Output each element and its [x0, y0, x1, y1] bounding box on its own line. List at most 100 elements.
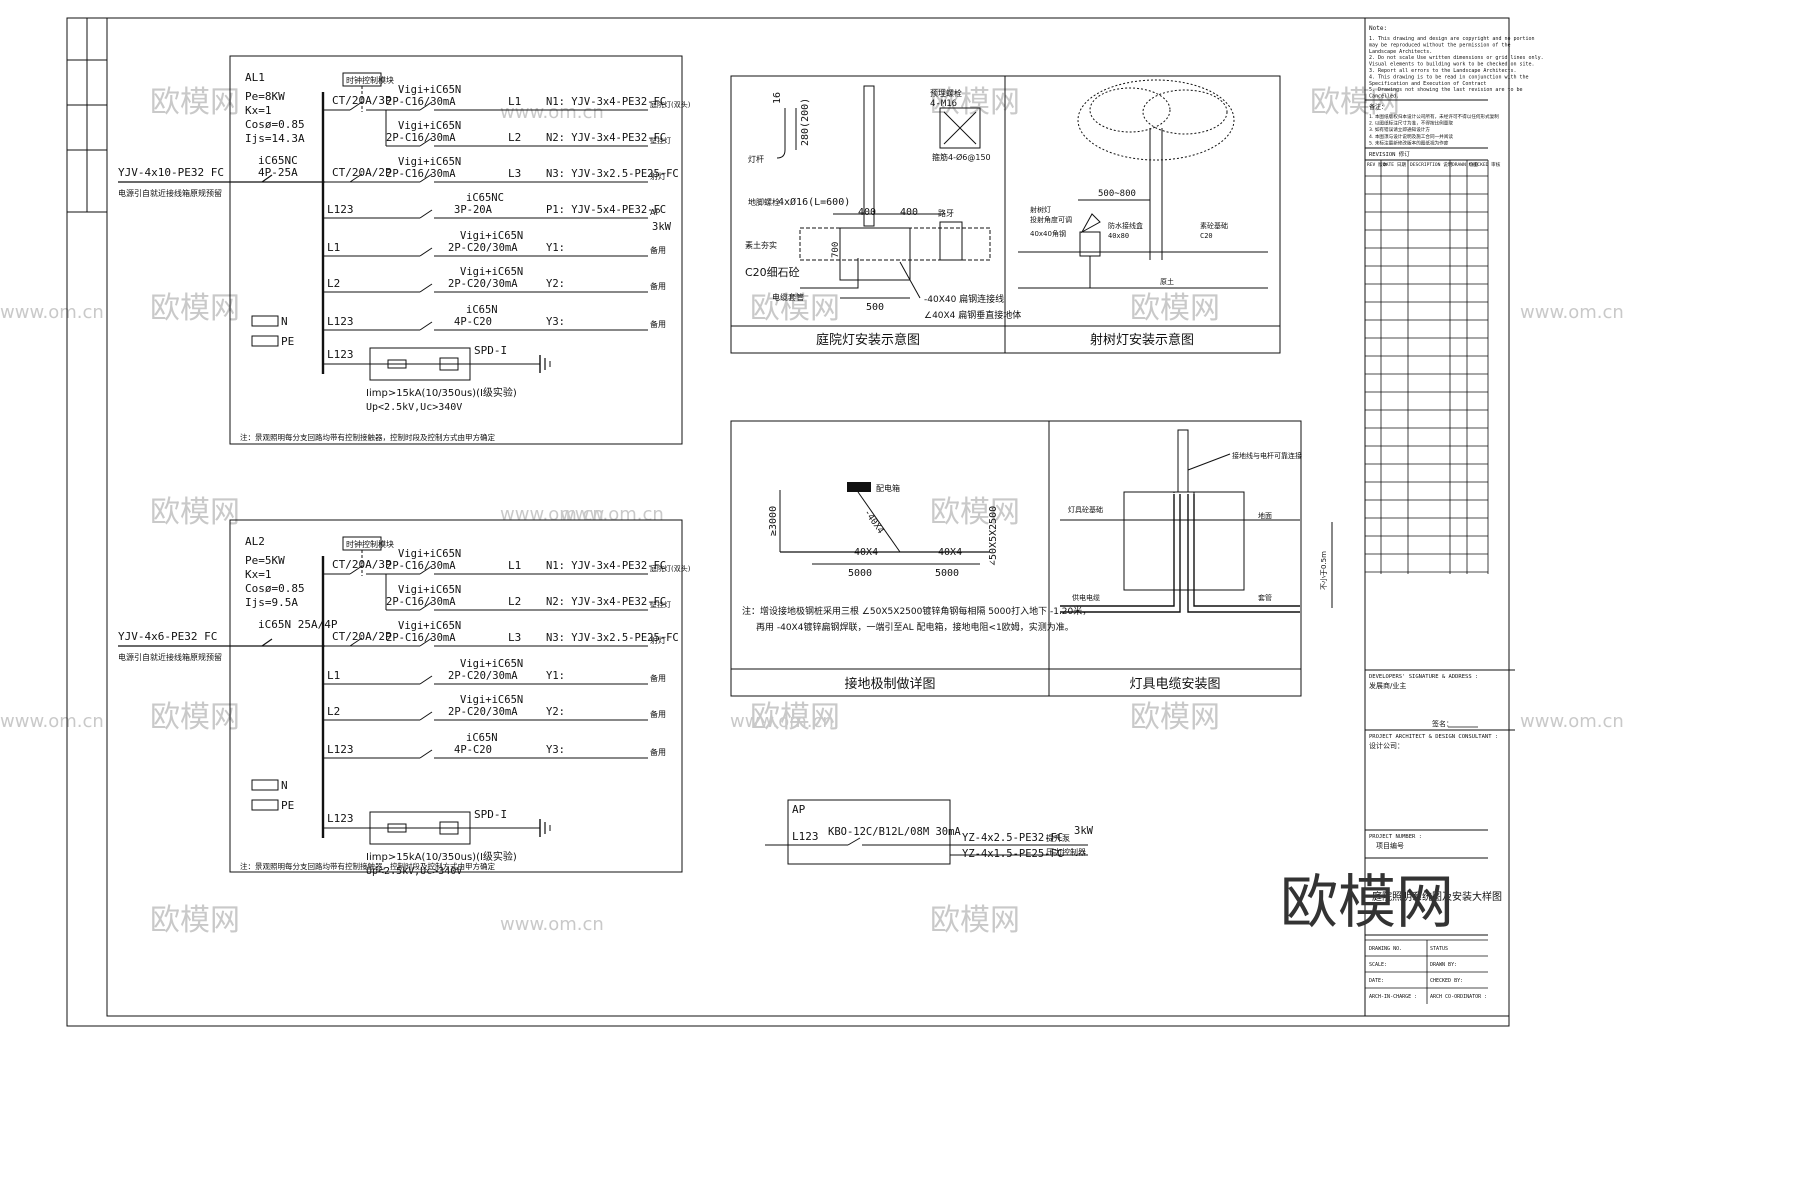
bolt-spec: 4-M16 [930, 99, 957, 109]
circuit-phase: L1 [327, 669, 340, 682]
timer-module: 时钟控制模块 [346, 75, 394, 85]
tree-lamp-head [1080, 213, 1101, 234]
tree-concrete: 素砼基础 [1200, 221, 1228, 230]
signature: 签名： [1432, 719, 1453, 728]
tree-c20: C20 [1200, 232, 1213, 240]
spd-label: SPD-I [474, 344, 507, 357]
spd-spec1: Iimp>15kA(10/350us)(I级实验) [366, 850, 517, 863]
circuit-breaker-rating: 2P-C16/30mA [386, 560, 456, 572]
circuit-cable: Y3: [546, 744, 565, 756]
info-right: CHECKED BY: [1430, 978, 1463, 984]
circuit-cable: N3: YJV-3x2.5-PE25-FC [546, 632, 679, 644]
circuit-breaker-contact [419, 637, 433, 647]
pipe-label: 电缆套管 [772, 292, 804, 302]
circuit-cable: N2: YJV-3x4-PE32-FC [546, 596, 666, 608]
circuit-cable: P1: YJV-5x4-PE32-FC [546, 204, 666, 216]
circuit-breaker-contact [419, 247, 433, 257]
spd-spec2: Up<2.5kV,Uc>340V [366, 402, 462, 413]
tree-caption: 射树灯安装示意图 [1090, 332, 1194, 348]
note-cn-line: 3. 如有错误请立即通知设计方 [1369, 126, 1430, 133]
terminal-pe: PE [281, 335, 294, 348]
tree-canopy [1089, 87, 1171, 133]
ap-breaker-contact [847, 837, 861, 846]
circuit-phase: L3 [508, 631, 521, 644]
wire-label: -40X4 [862, 508, 886, 536]
circuit-breaker-model: Vigi+iC65N [398, 620, 461, 632]
spd-spec1: Iimp>15kA(10/350us)(I级实验) [366, 386, 517, 399]
circuit-phase: L1 [327, 241, 340, 254]
tree-trunk [1149, 128, 1163, 260]
ap-cable1: YZ-4x2.5-PE32-FC [962, 832, 1063, 844]
watermark-site: www.om.cn [1520, 302, 1624, 323]
spd-fuse [387, 359, 407, 369]
tree-base: 40x80 [1108, 232, 1129, 240]
info-right: DRAWN BY: [1430, 962, 1457, 968]
ap-phase: L123 [792, 830, 819, 843]
circuit-cable: Y1: [546, 242, 565, 254]
circuit-load: 备用 [650, 319, 666, 329]
circuit-breaker-contact [419, 711, 433, 721]
tree-canopy [1077, 79, 1235, 161]
terminal-n-box [251, 315, 279, 327]
corner-brand: 欧模网 [1280, 868, 1454, 936]
concrete-footing [839, 227, 911, 281]
spd-phase: L123 [327, 348, 354, 361]
box-label: 配电箱 [876, 483, 900, 493]
project-no: 项目编号 [1376, 841, 1404, 850]
circuit-breaker-rating: 2P-C20/30mA [448, 706, 518, 718]
circuit-breaker-rating: 2P-C16/30mA [386, 632, 456, 644]
circuit-load: 庭院灯(双头) [650, 564, 691, 573]
circuit-load: 备用 [650, 281, 666, 291]
ap-breaker: KBO-12C/B12L/08M 30mA [828, 826, 961, 838]
panel-name: AL2 [245, 535, 265, 548]
circuit-load: 壁挂灯 [650, 136, 671, 145]
watermark-brand: 欧模网 [1130, 700, 1220, 735]
note-line: Specification and Execution of Contract [1369, 81, 1486, 87]
watermark-site: www.om.cn [560, 504, 664, 525]
circuit-cable: Y1: [546, 670, 565, 682]
circuit-load: 庭院灯(双头) [650, 100, 691, 109]
anchor-spec: 4xØ16(L=600) [778, 196, 850, 208]
connect-label: 接地线与电杆可靠连接 [1232, 451, 1302, 460]
bar2-label: -40X4 [932, 547, 962, 558]
dim-3000: ≥3000 [768, 506, 779, 536]
ap-box [787, 799, 951, 865]
circuit-phase: L123 [327, 743, 354, 756]
panel-pe: Pe=8KW [245, 90, 285, 103]
hook-length: 280(200) [800, 98, 811, 146]
panel-ijs: Ijs=9.5A [245, 596, 298, 609]
plate-rebar: 箍筋4-Ø6@150 [932, 152, 991, 162]
spd-spec2: Up<2.5kV,Uc>340V [366, 866, 462, 877]
dim-400b: 400 [900, 207, 918, 218]
circuit-breaker-rating: 4P-C20 [454, 744, 492, 756]
tree-lamp: 射树灯 [1030, 205, 1051, 214]
ap-cable2: YZ-4x1.5-PE25-FC [962, 848, 1063, 860]
circuit-breaker-contact [419, 101, 433, 111]
circuit-breaker-contact [419, 565, 433, 575]
terminal-n: N [281, 779, 288, 792]
architect-head: PROJECT ARCHITECT & DESIGN CONSULTANT : [1369, 734, 1498, 740]
bolt-label: 预埋螺栓 [930, 88, 962, 98]
spd-box [369, 811, 471, 845]
ground-note2: 再用 -40X4镀锌扁钢焊联，一端引至AL 配电箱，接地电阻<1欧姆，实测为准。 [756, 621, 1074, 633]
main-breaker-contact [261, 638, 273, 647]
tree-angle: 投射角度可调 [1030, 215, 1072, 224]
ct1-contact [349, 565, 363, 575]
panel-note: 注：景观照明每分支回路均带有控制接触器，控制时段及控制方式由甲方确定 [240, 432, 495, 442]
watermark-site: www.om.cn [0, 302, 104, 323]
circuit-breaker-model: iC65NC [466, 192, 504, 204]
circuit-breaker-model: Vigi+iC65N [398, 156, 461, 168]
watermark-site: www.om.cn [500, 102, 604, 123]
main-breaker-model: iC65N 25A/4P [258, 618, 338, 631]
watermark-brand: 欧模网 [930, 495, 1020, 530]
circuit-phase: L2 [327, 277, 340, 290]
circuit-breaker-model: Vigi+iC65N [460, 266, 523, 278]
circuit-breaker-rating: 3P-20A [454, 204, 493, 216]
watermark-brand: 欧模网 [150, 495, 240, 530]
ground-leader [899, 261, 921, 299]
circuit-breaker-rating: 4P-C20 [454, 316, 492, 328]
circuit-breaker-model: Vigi+iC65N [398, 584, 461, 596]
panel-box [229, 55, 683, 445]
